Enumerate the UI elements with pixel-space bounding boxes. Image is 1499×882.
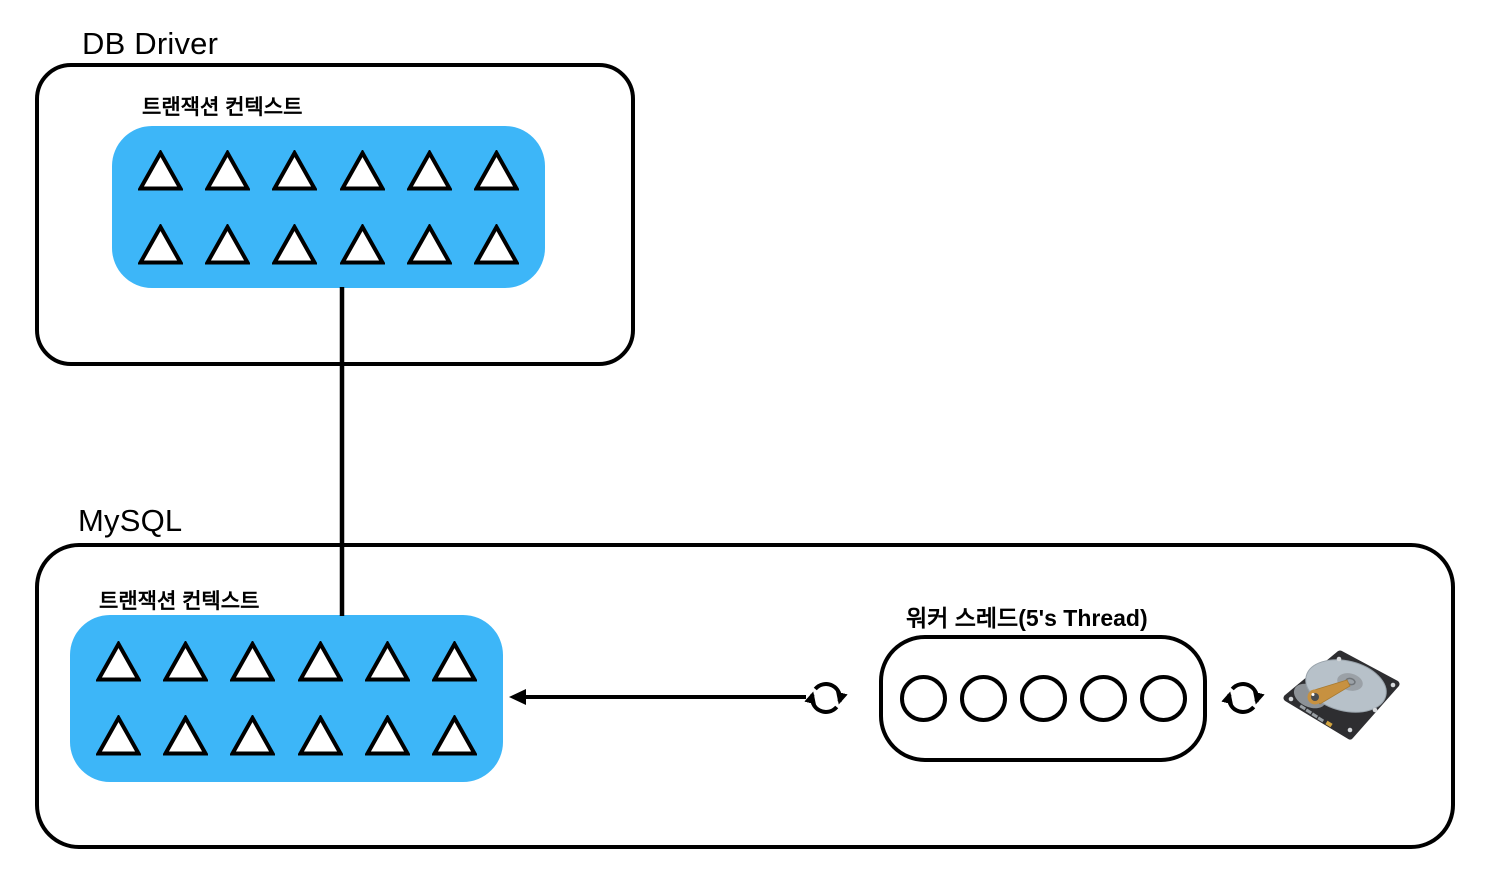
worker-thread-box [879,635,1207,762]
mysql-title: MySQL [78,503,183,538]
transaction-triangle-icon [431,715,477,756]
mysql-transaction-context-box [70,615,503,782]
transaction-triangle-icon [205,149,251,190]
triangle-row [96,641,477,682]
transaction-triangle-icon [96,641,141,682]
db-driver-title: DB Driver [82,26,219,61]
triangle-row [96,715,477,756]
transaction-triangle-icon [230,715,276,756]
transaction-triangle-icon [339,223,385,264]
transaction-triangle-icon [364,715,410,756]
worker-thread-circle-icon [1139,675,1187,722]
transaction-triangle-icon [297,641,343,682]
transaction-triangle-icon [406,149,452,190]
db-driver-transaction-context-box [112,126,545,288]
worker-thread-circle-icon [899,675,947,722]
transaction-triangle-icon [138,223,183,264]
transaction-triangle-icon [230,641,276,682]
transaction-triangle-icon [163,641,209,682]
transaction-triangle-icon [272,149,318,190]
transaction-triangle-icon [473,149,519,190]
transaction-triangle-icon [339,149,385,190]
transaction-triangle-icon [272,223,318,264]
transaction-triangle-icon [297,715,343,756]
transaction-triangle-icon [406,223,452,264]
transaction-triangle-icon [163,715,209,756]
worker-thread-circle-icon [1019,675,1067,722]
db-driver-transaction-context-label: 트랜잭션 컨텍스트 [142,96,303,119]
worker-thread-circle-icon [959,675,1007,722]
triangle-row [138,223,519,265]
transaction-triangle-icon [364,641,410,682]
transaction-triangle-icon [473,223,519,264]
worker-thread-label: 워커 스레드(5's Thread) [906,605,1148,631]
triangle-row [138,149,519,191]
mysql-transaction-context-label: 트랜잭션 컨텍스트 [99,590,260,613]
worker-thread-circle-icon [1079,675,1127,722]
transaction-triangle-icon [138,149,183,190]
transaction-triangle-icon [205,223,251,264]
transaction-triangle-icon [431,641,477,682]
transaction-triangle-icon [96,715,141,756]
